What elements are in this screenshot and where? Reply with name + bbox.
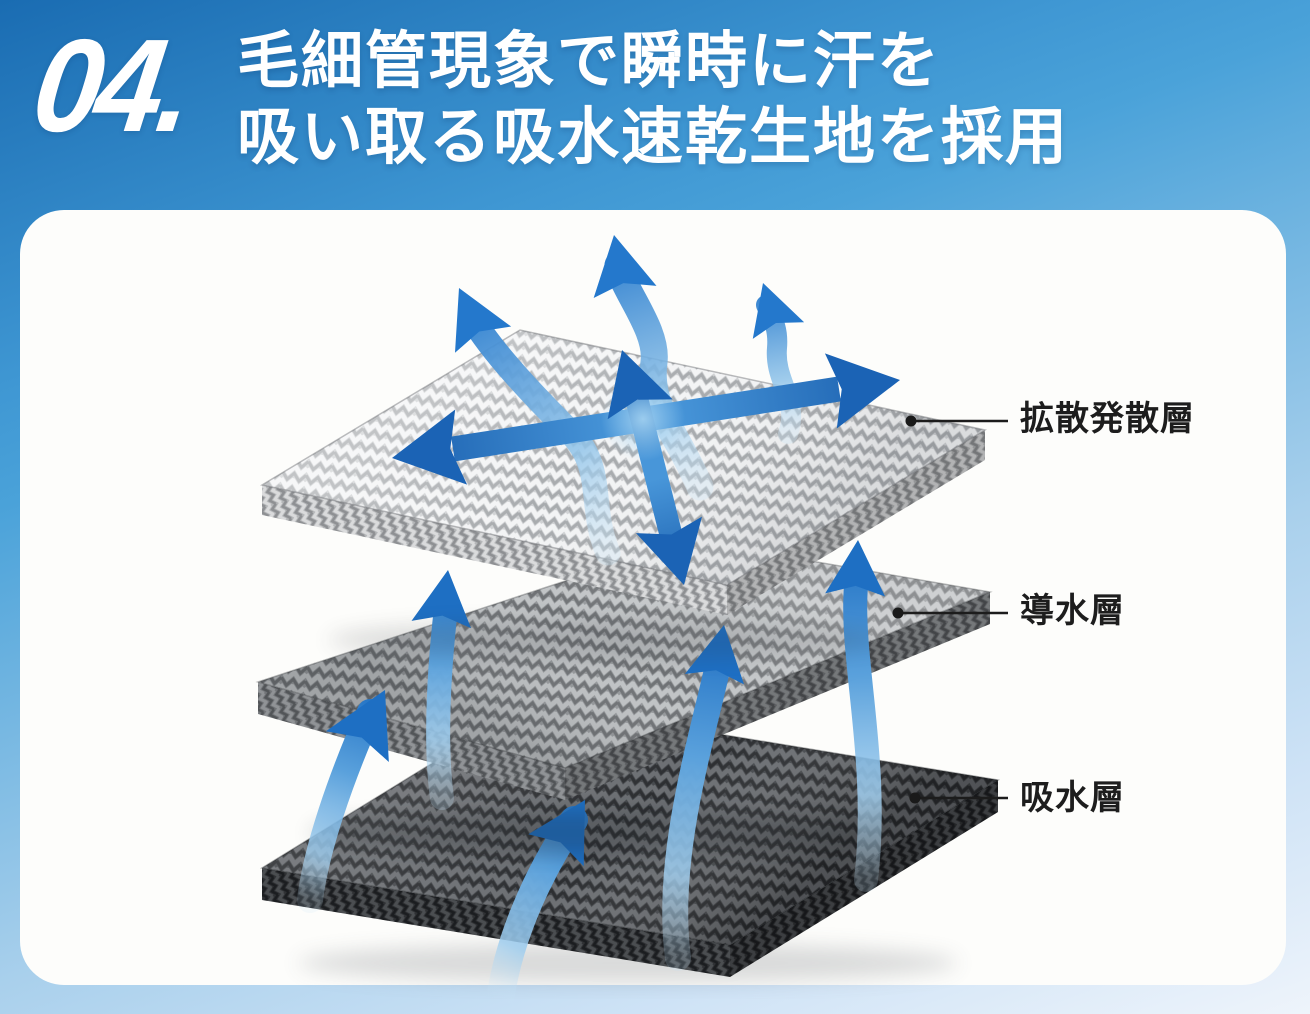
label-diffusion-layer: 拡散発散層	[1020, 400, 1195, 438]
title-line-1: 毛細管現象で瞬時に汗を	[237, 27, 942, 96]
section-number: 04.	[25, 12, 198, 159]
title-line-2: 吸い取る吸水速乾生地を採用	[237, 103, 1070, 172]
label-absorption-layer: 吸水層	[1020, 779, 1125, 817]
header-banner: 04. 毛細管現象で瞬時に汗を 吸い取る吸水速乾生地を採用	[0, 0, 1310, 210]
page-title: 毛細管現象で瞬時に汗を 吸い取る吸水速乾生地を採用	[237, 24, 1069, 176]
label-conduction-layer: 導水層	[1020, 592, 1125, 630]
